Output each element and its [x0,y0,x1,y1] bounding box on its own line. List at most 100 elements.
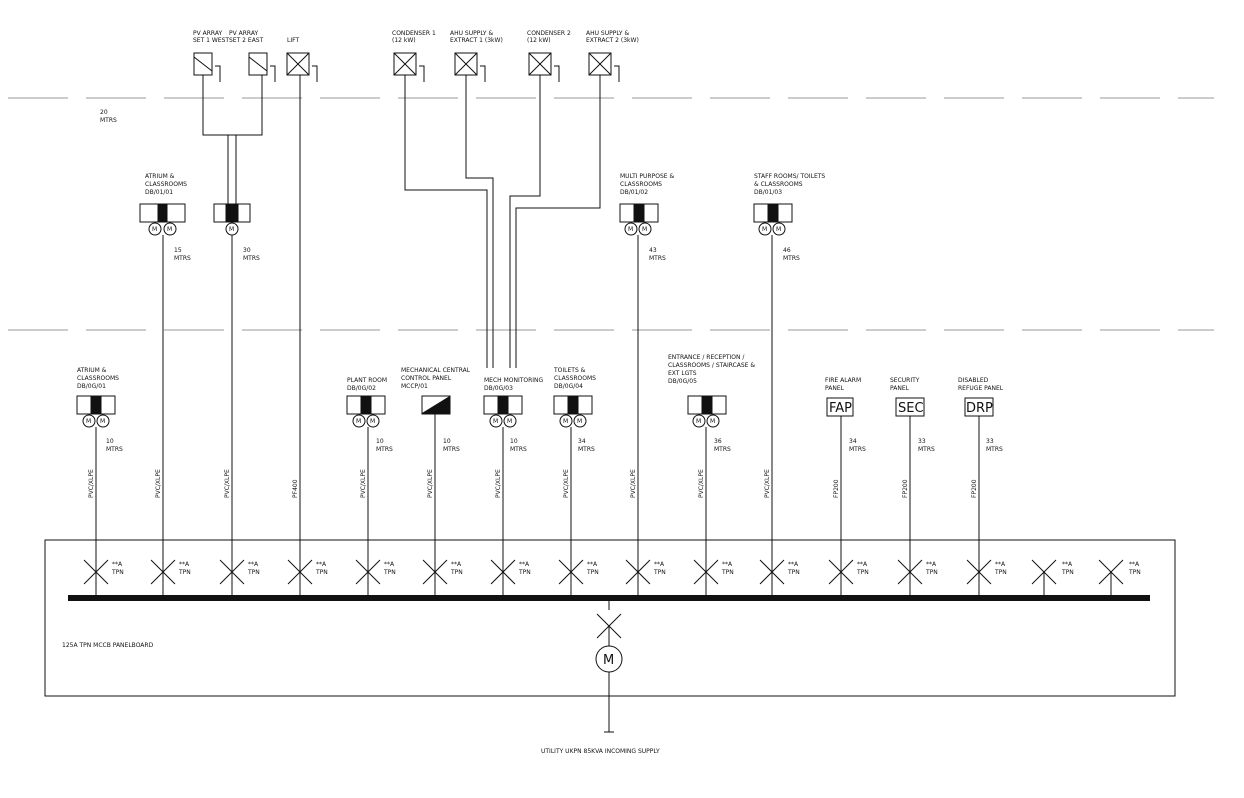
db-0g-01-box-left [76,395,92,415]
db-0g-02-box-right [370,395,386,415]
sec-code: SEC [898,401,924,416]
breaker-13-cross-b [897,559,923,585]
db-0g-03-box-right [507,395,523,415]
lift-isolator[interactable]: LIFT [286,37,318,82]
ahu-1-riser [465,75,494,368]
drp-code: DRP [966,401,993,416]
fap-box [826,397,854,417]
breaker-10-cross-b [693,559,719,585]
breaker-3[interactable]: **A TPN [219,559,260,585]
level-height-value: 20 [100,109,108,116]
breaker-10[interactable]: **A TPN [693,559,734,585]
db-0g-04[interactable]: TOILETS & CLASSROOMS DB/0G/04 M M 34 MTR… [553,367,596,595]
db-0g-05-meter-b-text: M [710,418,715,425]
incoming-supply: UTILITY UKPN 85KVA INCOMING SUPPLY [541,672,660,755]
db-01-01-dist: 15 [174,247,182,254]
sec-label-1: SECURITY [890,377,920,384]
spare-breaker-2[interactable]: **A TPN [1098,559,1141,598]
db-0g-05[interactable]: ENTRANCE / RECEPTION / CLASSROOMS / STAI… [668,354,755,595]
pv-db-dist: 30 [243,247,251,254]
db-0g-05-dist: 36 [714,438,722,445]
breaker-8[interactable]: **A TPN [558,559,599,585]
db-01-03-label-2: & CLASSROOMS [754,181,803,188]
breaker-11[interactable]: **A TPN [759,559,800,585]
db-01-01[interactable]: ATRIUM & CLASSROOMS DB/01/01 M M 15 MTRS [139,173,191,595]
breaker-14-cross-b [966,559,992,585]
floor-level-lines: 20 MTRS [8,97,1214,331]
breaker-13[interactable]: **A TPN [897,559,938,585]
panelboard-name: 125A TPN MCCB PANELBOARD [62,642,154,649]
breaker-13-rating: **A [926,561,937,568]
fap-label-2: PANEL [825,385,845,392]
db-01-02-meter-b-text: M [642,226,647,233]
level-height-unit: MTRS [100,117,117,124]
roof-equipment: PV ARRAY SET 1 WEST PV ARRAY SET 2 EAST … [193,30,639,82]
sec-label-2: PANEL [890,385,910,392]
db-0g-03[interactable]: MECH MONITORING DB/0G/03 M M 10 MTRS [483,377,544,595]
breaker-12-cross-b [828,559,854,585]
db-01-02[interactable]: MULTI PURPOSE & CLASSROOMS DB/01/02 M M … [619,173,674,595]
condenser-1[interactable]: CONDENSER 1 (12 kW) [392,30,436,82]
breaker-2[interactable]: **A TPN [150,559,191,585]
cable-label-11: PVC/XLPE [764,469,771,498]
pv-array-west-label-2: SET 1 WEST [193,37,229,44]
breaker-4[interactable]: **A TPN [287,559,328,585]
breaker-9[interactable]: **A TPN [625,559,666,585]
breaker-2-cross-b [150,559,176,585]
db-0g-04-meter-a-text: M [563,418,568,425]
mccp-01-unit: MTRS [443,446,460,453]
fire-alarm-panel[interactable]: FIRE ALARM PANEL FAP 34 MTRS [825,377,866,595]
condenser-1-earth [419,65,425,82]
db-0g-01[interactable]: ATRIUM & CLASSROOMS DB/0G/01 M M 10 MTRS [76,367,123,595]
ahu-1-label-1: AHU SUPPLY & [450,30,493,37]
breaker-12-poles: TPN [856,569,869,576]
pv-inverter-db[interactable]: M 30 MTRS [213,203,260,595]
db-0g-02-unit: MTRS [376,446,393,453]
cable-label-5: PVC/XLPE [360,469,367,498]
db-01-03-meter-b [772,222,786,236]
ahu-1-cross-b [454,52,478,76]
mccb-panelboard[interactable]: 125A TPN MCCB PANELBOARD **A TPN **A TPN… [44,539,1176,697]
supply-meter[interactable]: M [595,645,623,673]
db-0g-03-meter-b-text: M [507,418,512,425]
breaker-2-rating: **A [179,561,190,568]
breaker-12[interactable]: **A TPN [828,559,869,585]
drp-unit: MTRS [986,446,1003,453]
cable-label-14: FP200 [971,479,978,498]
mccp-01[interactable]: MECHANICAL CENTRAL CONTROL PANEL MCCP/01… [401,367,471,595]
incoming-main-breaker[interactable] [596,601,622,646]
db-0g-03-dist: 10 [510,438,518,445]
db-01-02-dist: 43 [649,247,657,254]
pv-array-west[interactable]: PV ARRAY SET 1 WEST [193,30,229,82]
ahu-2[interactable]: AHU SUPPLY & EXTRACT 2 (3kW) [586,30,639,82]
condenser-1-riser [404,75,488,368]
disabled-refuge-panel[interactable]: DISABLED REFUGE PANEL DRP 33 MTRS [958,377,1004,595]
db-01-03[interactable]: STAFF ROOMS/ TOILETS & CLASSROOMS DB/01/… [753,173,825,595]
breaker-7[interactable]: **A TPN [490,559,531,585]
db-0g-02-label-1: PLANT ROOM [347,377,387,384]
condenser-2[interactable]: CONDENSER 2 (12 kW) [527,30,571,82]
ahu-1[interactable]: AHU SUPPLY & EXTRACT 1 (3kW) [450,30,503,82]
breaker-5[interactable]: **A TPN [355,559,396,585]
fap-dist: 34 [849,438,857,445]
pv-array-east[interactable]: PV ARRAY SET 2 EAST [229,30,276,82]
db-0g-05-label-2: CLASSROOMS / STAIRCASE & [668,362,755,369]
db-0g-03-label-2: DB/0G/03 [484,385,513,392]
breaker-6[interactable]: **A TPN [422,559,463,585]
breaker-11-poles: TPN [787,569,800,576]
db-0g-02[interactable]: PLANT ROOM DB/0G/02 M M 10 MTRS [346,377,393,595]
drp-label-2: REFUGE PANEL [958,385,1004,392]
breaker-9-rating: **A [654,561,665,568]
db-0g-01-dist: 10 [106,438,114,445]
breaker-1[interactable]: **A TPN [83,559,124,585]
breaker-14[interactable]: **A TPN [966,559,1007,585]
spare-breaker-1[interactable]: **A TPN [1031,559,1074,598]
cable-label-6: PVC/XLPE [427,469,434,498]
security-panel[interactable]: SECURITY PANEL SEC 33 MTRS [890,377,935,595]
db-01-01-unit: MTRS [174,255,191,262]
db-0g-04-label-1: TOILETS & [553,367,586,374]
db-0g-01-meter-b-text: M [100,418,105,425]
mccp-01-dist: 10 [443,438,451,445]
pv-array-east-label-2: SET 2 EAST [229,37,264,44]
breaker-3-cross-b [219,559,245,585]
